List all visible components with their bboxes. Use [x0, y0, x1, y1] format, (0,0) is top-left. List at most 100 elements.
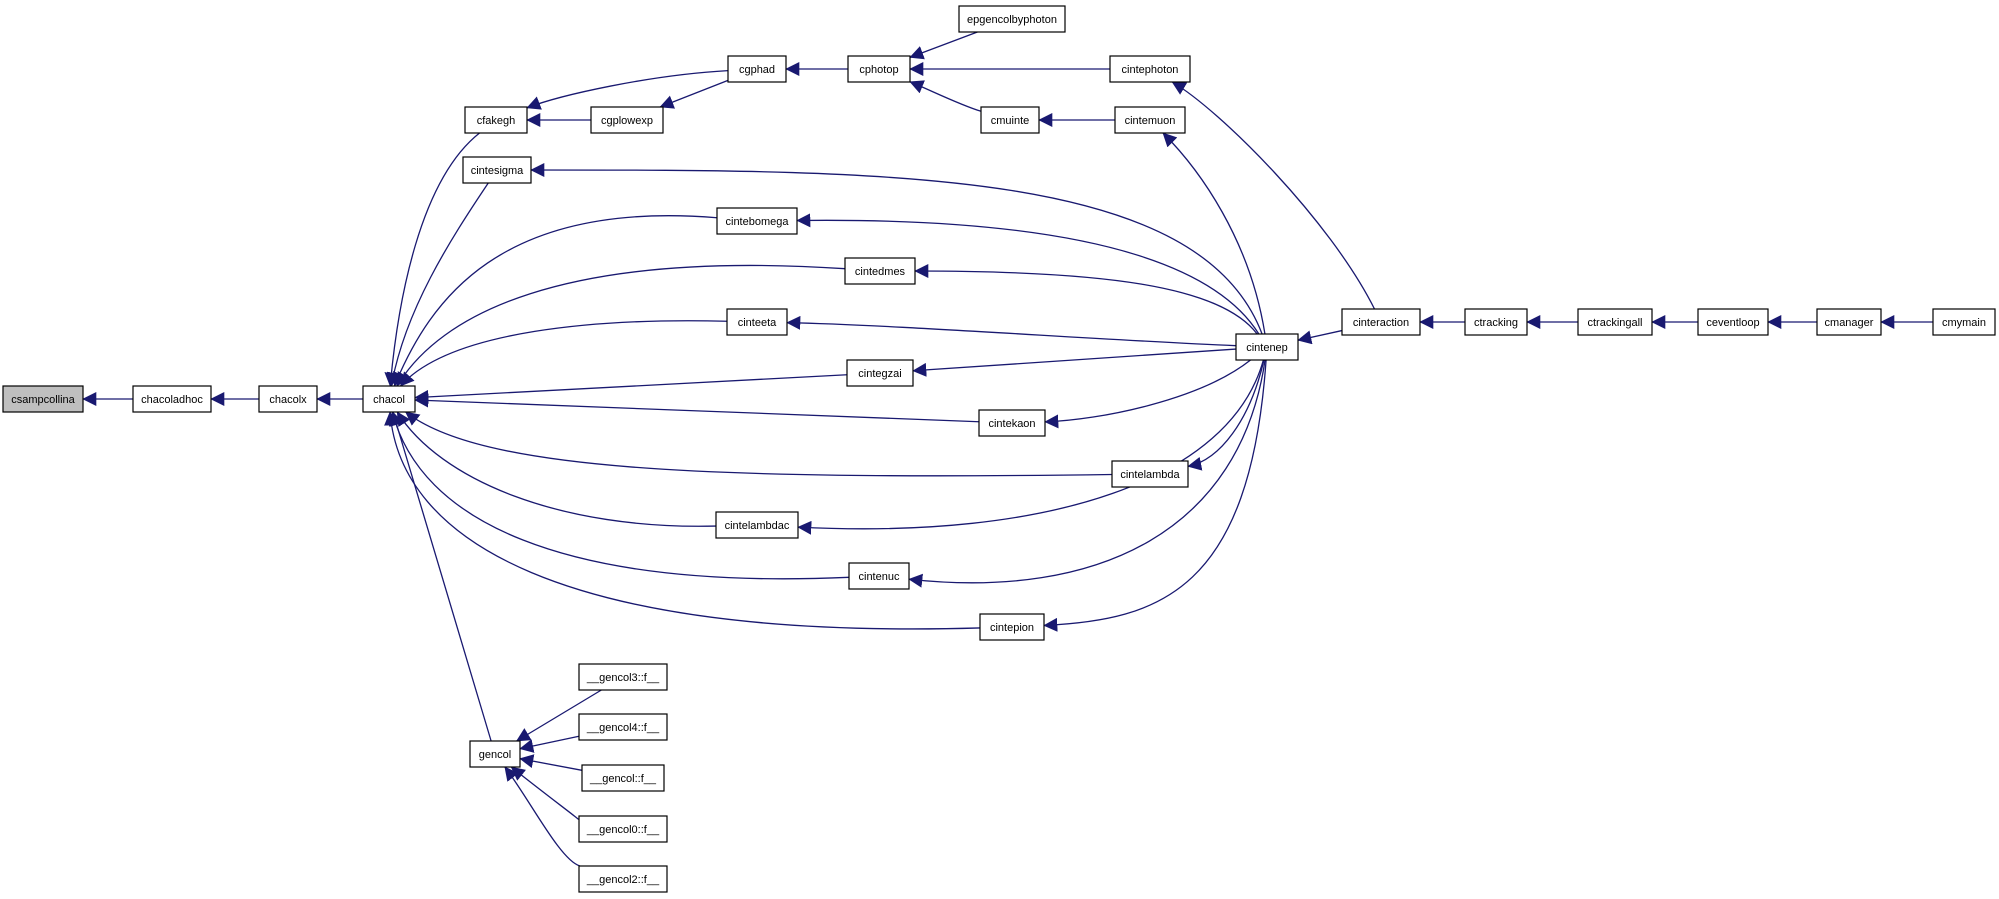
node-label: cintelambdac: [725, 520, 790, 532]
edge-cinteraction-to-cintephoton: [1171, 81, 1376, 310]
node-cintelambdac[interactable]: cintelambdac: [715, 511, 799, 539]
edge-cintenep-to-cintelambda: [1187, 359, 1265, 471]
node-cintepion[interactable]: cintepion: [979, 613, 1045, 641]
node-box: [1816, 308, 1882, 336]
node-cintedmes[interactable]: cintedmes: [844, 257, 916, 285]
edge-arrow: [393, 215, 718, 387]
node-box: [258, 385, 318, 413]
edge-arrow: [530, 163, 1263, 335]
edge-arrow: [1162, 132, 1266, 335]
node-cintekaon[interactable]: cintekaon: [978, 409, 1046, 437]
edge-arrow: [396, 264, 846, 387]
edge-cmuinte-to-cphotop: [909, 80, 982, 112]
edge-cintenep-to-cintemuon: [1162, 132, 1266, 335]
node-cgphad[interactable]: cgphad: [727, 55, 787, 83]
edge-arrow: [1044, 359, 1251, 429]
node-chacoladhoc[interactable]: chacoladhoc: [132, 385, 212, 413]
node-box: [727, 55, 787, 83]
node-cintelambda[interactable]: cintelambda: [1111, 460, 1189, 488]
node-box: [715, 511, 799, 539]
node-cgplowexp[interactable]: cgplowexp: [590, 106, 664, 134]
node-label: ctracking: [1474, 317, 1518, 329]
node-box: [578, 663, 668, 691]
node-box: [958, 5, 1066, 33]
node-label: ctrackingall: [1587, 317, 1642, 329]
edge-cintenep-to-cintenuc: [908, 359, 1266, 588]
node-gencol[interactable]: gencol: [469, 740, 521, 768]
edge-arrow: [909, 80, 982, 112]
node-box: [726, 308, 788, 336]
edge-cintenep-to-cintesigma: [530, 163, 1263, 335]
node-cinteeta[interactable]: cinteeta: [726, 308, 788, 336]
node-ceventloop[interactable]: ceventloop: [1697, 308, 1769, 336]
edge-cintegzai-to-chacol: [414, 374, 848, 404]
node-gencol2[interactable]: __gencol2::f__: [578, 865, 668, 893]
edge-gencol4-to-gencol: [519, 735, 580, 753]
edge-cintenep-to-cintekaon: [1044, 359, 1251, 429]
node-cintenep[interactable]: cintenep: [1235, 333, 1299, 361]
node-cintemuon[interactable]: cintemuon: [1114, 106, 1186, 134]
node-box: [1464, 308, 1528, 336]
node-box: [979, 613, 1045, 641]
node-label: cintemuon: [1125, 115, 1176, 127]
edge-cfakegh-to-chacol: [384, 132, 480, 387]
node-label: cintesigma: [471, 165, 524, 177]
edge-cintesigma-to-chacol: [386, 182, 489, 387]
node-box: [846, 359, 914, 387]
node-cintebomega[interactable]: cintebomega: [716, 207, 798, 235]
node-cintephoton[interactable]: cintephoton: [1109, 55, 1191, 83]
edge-arrow: [519, 754, 583, 771]
node-gencol4[interactable]: __gencol4::f__: [578, 713, 668, 741]
node-ctrackingall[interactable]: ctrackingall: [1577, 308, 1653, 336]
node-label: __gencol2::f__: [586, 874, 660, 886]
node-box: [848, 562, 910, 590]
node-box: [581, 764, 665, 792]
edge-arrow: [384, 411, 981, 630]
node-label: ceventloop: [1706, 317, 1759, 329]
node-cfakegh[interactable]: cfakegh: [464, 106, 528, 134]
node-gencol1[interactable]: __gencol::f__: [581, 764, 665, 792]
node-cintegzai[interactable]: cintegzai: [846, 359, 914, 387]
node-label: cintelambda: [1120, 469, 1180, 481]
edge-cintenep-to-cintebomega: [796, 213, 1260, 335]
node-label: csampcollina: [11, 394, 75, 406]
edge-arrow: [389, 411, 492, 742]
node-cinteraction[interactable]: cinteraction: [1341, 308, 1421, 336]
edge-arrow: [796, 213, 1260, 335]
node-box: [1235, 333, 1299, 361]
edge-arrow: [1297, 329, 1343, 345]
node-box: [847, 55, 911, 83]
node-cmymain[interactable]: cmymain: [1932, 308, 1996, 336]
node-box: [716, 207, 798, 235]
node-gencol3[interactable]: __gencol3::f__: [578, 663, 668, 691]
edge-cintedmes-to-chacol: [396, 264, 846, 387]
node-epgencolbyphoton[interactable]: epgencolbyphoton: [958, 5, 1066, 33]
edge-arrow: [400, 320, 728, 387]
node-label: cfakegh: [477, 115, 516, 127]
node-cphotop[interactable]: cphotop: [847, 55, 911, 83]
node-label: cintephoton: [1122, 64, 1179, 76]
node-cmanager[interactable]: cmanager: [1816, 308, 1882, 336]
node-box: [1341, 308, 1421, 336]
node-label: cintebomega: [726, 216, 790, 228]
edge-arrow: [786, 315, 1237, 347]
node-label: __gencol0::f__: [586, 824, 660, 836]
edge-gencol0-to-gencol: [510, 766, 580, 821]
node-cintesigma[interactable]: cintesigma: [462, 156, 532, 184]
edge-arrow: [414, 393, 980, 423]
node-cmuinte[interactable]: cmuinte: [980, 106, 1040, 134]
edge-cintepion-to-chacol: [384, 411, 981, 630]
node-chacolx[interactable]: chacolx: [258, 385, 318, 413]
node-label: cintegzai: [858, 368, 901, 380]
node-ctracking[interactable]: ctracking: [1464, 308, 1528, 336]
node-csampcollina[interactable]: csampcollina: [2, 385, 84, 413]
edge-arrow: [504, 766, 581, 867]
node-chacol[interactable]: chacol: [362, 385, 416, 413]
node-cintenuc[interactable]: cintenuc: [848, 562, 910, 590]
edge-cintenep-to-cintedmes: [914, 264, 1258, 335]
node-gencol0[interactable]: __gencol0::f__: [578, 815, 668, 843]
edge-arrow: [1187, 359, 1265, 471]
node-box: [590, 106, 664, 134]
edge-arrow: [908, 359, 1266, 588]
